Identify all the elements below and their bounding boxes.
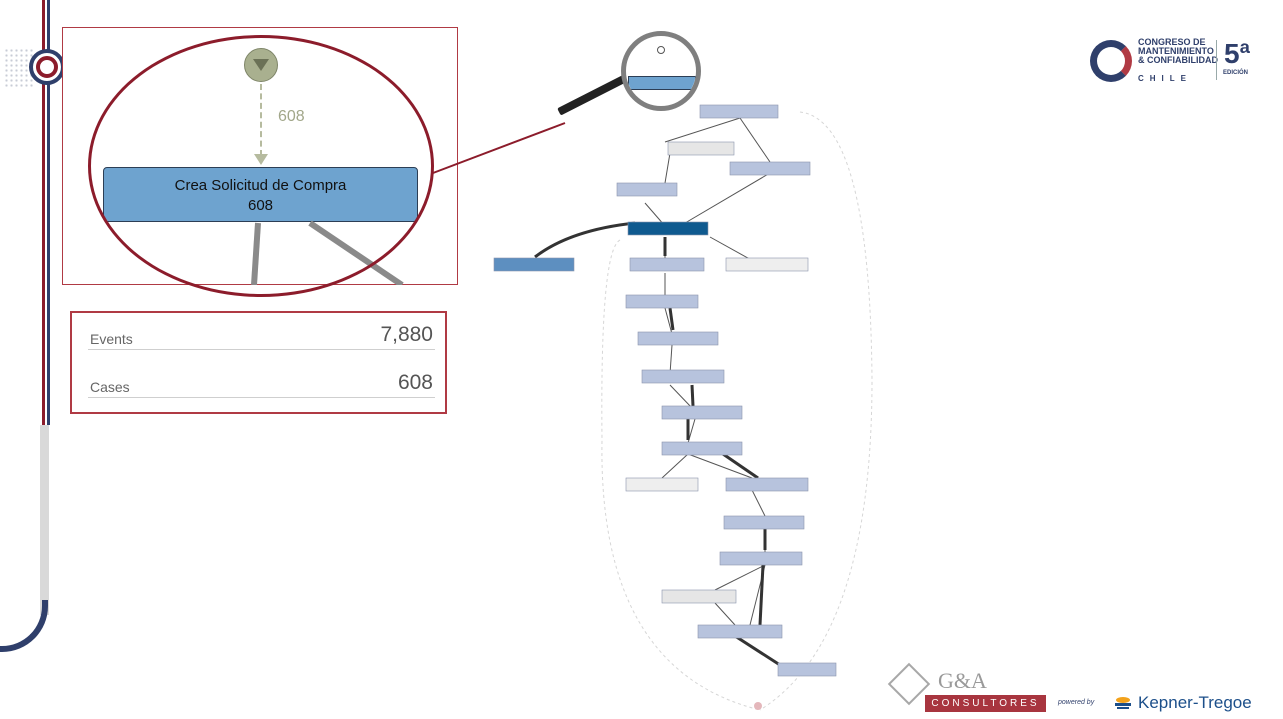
ga-logo-consultores: CONSULTORES (925, 695, 1046, 712)
node-side (493, 257, 575, 272)
magnifier-icon (621, 31, 701, 111)
node-14 (725, 477, 809, 492)
kepner-tregoe-icon (1115, 697, 1131, 709)
node-9 (637, 331, 719, 346)
node-1 (699, 104, 779, 119)
cases-row: Cases 608 (88, 367, 435, 398)
congreso-logo-icon (1090, 40, 1132, 82)
node-dark (627, 221, 709, 236)
callout-line (432, 122, 566, 174)
rail-curve (0, 600, 48, 652)
highlight-ellipse (88, 35, 434, 297)
node-2 (667, 141, 735, 156)
ga-logo-name: G&A (938, 668, 987, 693)
node-16 (719, 551, 803, 566)
congreso-logo-text: CONGRESO DE MANTENIMIENTO & CONFIABILIDA… (1138, 37, 1218, 65)
cases-value: 608 (397, 371, 433, 394)
node-17 (661, 589, 737, 604)
node-6 (629, 257, 705, 272)
edition-label: EDICIÓN (1223, 70, 1249, 76)
process-map[interactable] (480, 80, 900, 715)
events-value: 7,880 (380, 323, 433, 346)
node-11 (661, 405, 743, 420)
congreso-chile: CHILE (1138, 74, 1192, 83)
cases-label: Cases (90, 379, 130, 395)
node-8 (625, 294, 699, 309)
edition-number: 5ª (1224, 38, 1250, 69)
loop-edge-right (759, 111, 873, 711)
events-label: Events (90, 331, 133, 347)
end-node (754, 702, 762, 710)
node-3 (729, 161, 811, 176)
node-18 (697, 624, 783, 639)
powered-by-label: powered by (1058, 699, 1095, 706)
logo-divider (1216, 40, 1217, 80)
loop-edge-left (601, 239, 761, 711)
kepner-tregoe-logo: Kepner-Tregoe (1138, 693, 1252, 712)
node-4 (616, 182, 678, 197)
node-15 (723, 515, 805, 530)
node-7 (725, 257, 809, 272)
events-row: Events 7,880 (88, 319, 435, 350)
node-13 (625, 477, 699, 492)
node-10 (641, 369, 725, 384)
node-19 (777, 662, 837, 677)
rail-navy-line (47, 0, 50, 425)
node-12 (661, 441, 743, 456)
stats-panel: Events 7,880 Cases 608 (70, 311, 447, 414)
rail-red-line (42, 0, 45, 425)
rail-ring-inner (36, 56, 58, 78)
rail-grey-line (40, 425, 49, 615)
